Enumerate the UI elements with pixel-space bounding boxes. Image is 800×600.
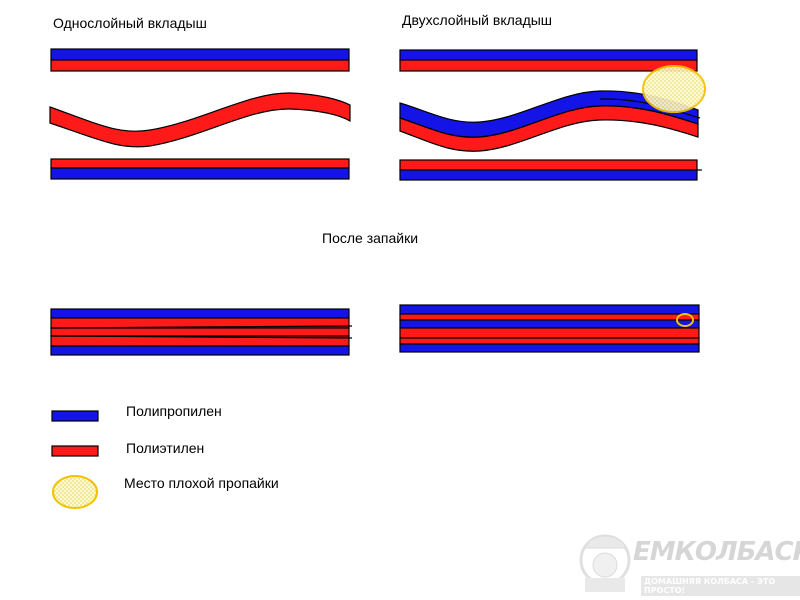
single-layer-top-film	[50, 48, 350, 72]
single-layer-title: Однослойный вкладыш	[53, 15, 207, 31]
watermark-logo	[579, 534, 631, 592]
legend-label-polypropylene: Полипропилен	[126, 403, 222, 419]
single-layer-bottom-film	[50, 158, 350, 180]
legend-swatch-polyethylene	[51, 445, 99, 457]
legend-swatch-bad-seal	[52, 475, 98, 509]
after-sealing-title: После запайки	[322, 230, 419, 246]
double-layer-title: Двухслойный вкладыш	[402, 12, 553, 28]
legend-label-polyethylene: Полиэтилен	[126, 440, 205, 456]
single-layer-wavy-film	[49, 92, 351, 148]
legend-swatch-polypropylene	[51, 410, 99, 422]
bad-seal-marker-top	[642, 65, 706, 113]
watermark-slogan: ДОМАШНЯЯ КОЛБАСА - ЭТО ПРОСТО!	[641, 576, 800, 596]
legend-label-bad-seal: Место плохой пропайки	[124, 475, 279, 491]
sealed-double-layer-stack	[399, 304, 700, 353]
double-layer-top-film	[399, 49, 698, 72]
watermark-brand: ЕМКОЛБАСКИ	[633, 537, 800, 567]
sealed-single-layer-stack	[50, 308, 353, 356]
double-layer-bottom-film	[399, 159, 702, 181]
bad-seal-marker-sealed	[676, 313, 694, 327]
